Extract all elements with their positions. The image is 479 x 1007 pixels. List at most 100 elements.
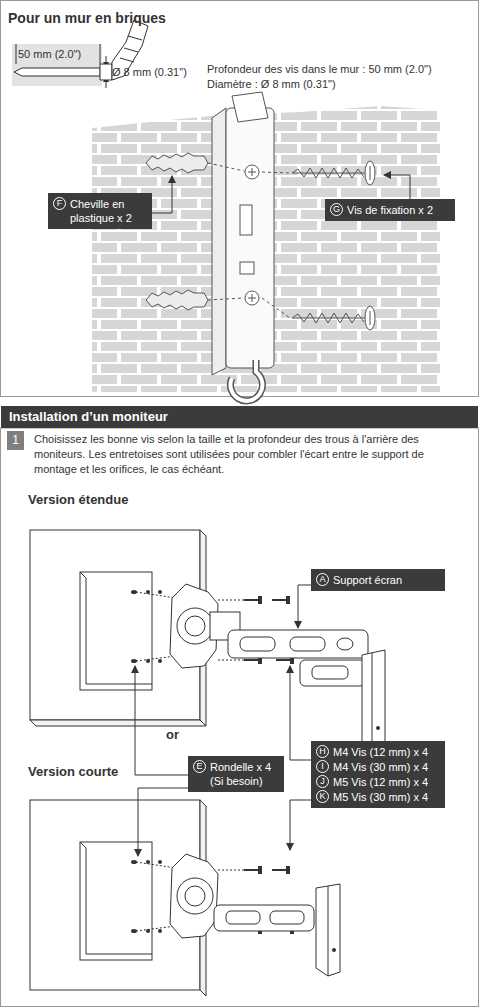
monitor-arm [228,630,368,658]
monitor [136,592,176,598]
callout-letter: A [316,573,329,586]
wall-bracket [226,108,274,368]
monitor [185,886,205,906]
monitor-arm [300,660,365,686]
callout-row: E Rondelle x 4 (Si besoin) [193,760,279,788]
monitor [158,929,162,933]
callout-letter: I [316,760,329,773]
monitor-arm [290,637,325,651]
callout-letter: E [193,760,206,773]
node-text: Rondelle x 4 (Si besoin) [210,760,279,788]
or-text: or [166,727,179,742]
callout-row: H M4 Vis (12 mm) x 4 [316,745,440,759]
drill-dimension [120,36,142,62]
screw [258,596,262,604]
node-text: Support écran [333,573,402,587]
version-heading: Version courte [28,764,118,779]
monitor-arm [214,884,340,976]
callout-letter: F [53,197,66,210]
monitor [185,616,205,636]
part-callout: E Rondelle x 4 (Si besoin) [188,756,284,792]
wall-bracket [248,168,256,176]
callout-row: I M4 Vis (30 mm) x 4 [316,760,440,774]
monitor [158,860,162,864]
plastic-anchor [146,153,244,310]
drill-dimension [100,44,101,64]
wall-bracket [230,360,262,401]
monitor [158,590,162,594]
monitor-arm [328,886,329,976]
note-text: Profondeur des vis dans le mur : 50 mm (… [207,63,432,75]
brick-wall [92,106,440,392]
callout-letter: J [316,775,329,788]
callout-row: FCheville en plastique x 2 [53,197,147,225]
leader-line [152,176,172,213]
part-callout: FCheville en plastique x 2 [48,193,152,229]
monitor-arm [226,911,260,924]
fixing-screw [365,306,375,330]
monitor [30,720,206,726]
part-callout: G Vis de fixation x 2 [325,199,455,221]
monitor-arm [376,726,380,730]
step-number: 1 [7,431,24,450]
fixing-screw [292,318,366,319]
monitor [136,926,176,931]
wall-bracket [212,108,226,375]
node-text: M4 Vis (12 mm) x 4 [333,745,428,759]
node-text: 1 [12,433,19,447]
screw [218,600,244,601]
node-text: Installation d’un moniteur [9,409,168,424]
node-text: M4 Vis (30 mm) x 4 [333,760,428,774]
callout-letter: H [316,745,329,758]
leader-line [135,585,311,856]
leader-line [298,585,311,628]
callout-row: JM5 Vis (12 mm) x 4 [316,775,440,789]
monitor-arm [312,666,348,679]
wall-bracket [232,92,268,122]
section-frame [1,428,479,1007]
monitor-arm [214,905,314,931]
fixing-screw [262,298,375,330]
dimension-label: Ø 8 mm (0.31") [112,66,187,78]
instruction-text: Choisissez les bonne vis selon la taille… [34,432,466,477]
drill-dimension [12,44,102,86]
plastic-anchor [146,290,208,310]
wall-bracket [240,205,252,235]
fixing-screw [370,311,371,325]
fixing-screw [292,173,366,174]
monitor-arm [240,637,275,651]
monitor [80,572,152,690]
monitor [170,854,218,938]
monitor-arm [337,638,353,650]
monitor [286,866,290,874]
brick-wall [92,106,440,392]
monitor [177,608,213,644]
plastic-anchor [208,163,244,171]
section-band: Installation d’un moniteur [1,406,478,428]
callout-row: A Support écran [316,573,440,587]
version-heading: Version étendue [28,492,128,507]
monitor [136,862,176,868]
monitor [80,842,152,954]
monitor [30,530,218,726]
node-text: Vis de fixation x 2 [347,203,433,217]
monitor [177,878,213,914]
wall-bracket [212,92,274,401]
fixing-screw [262,161,375,330]
part-callout: A Support écran [311,569,445,591]
plastic-anchor [146,153,208,173]
monitor [80,572,152,684]
callout-letter: G [330,203,343,216]
wall-bracket [245,165,259,179]
drill-dimension [16,44,17,64]
drill-dimension [100,64,112,80]
wall-bracket [240,262,254,274]
fixing-screw [365,161,375,185]
leader-line [290,800,311,850]
wall-bracket [230,360,262,401]
drill-dimension [14,68,100,76]
wall-bracket [245,291,259,305]
callout-letter: K [316,790,329,803]
section-heading: Pour un mur en briques [8,10,166,26]
